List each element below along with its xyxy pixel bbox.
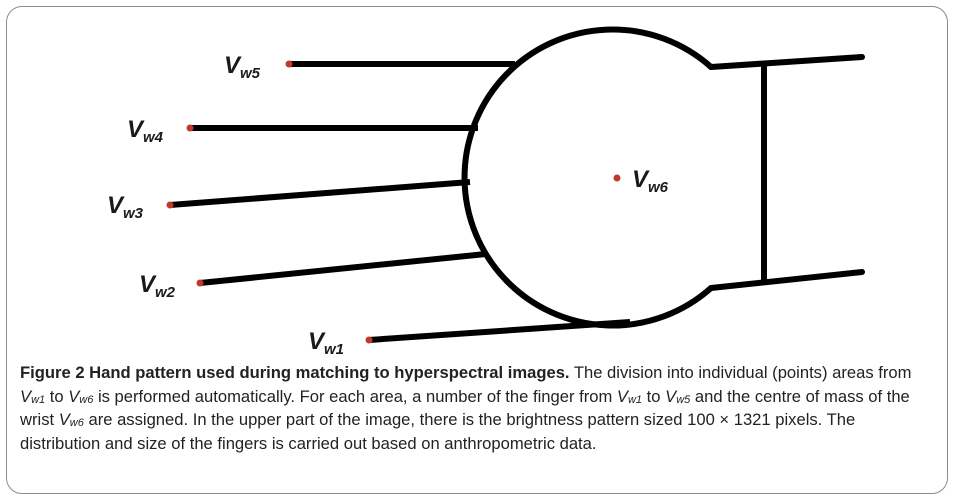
point-w1 [365, 336, 373, 344]
label-w5: Vw5 [224, 52, 261, 82]
point-w4 [186, 124, 194, 132]
label-w1: Vw1 [308, 328, 344, 358]
point-w3 [166, 201, 174, 209]
point-w5 [285, 60, 293, 68]
caption-title: Figure 2 Hand pattern used during matchi… [20, 363, 570, 382]
palm-outline [461, 26, 714, 329]
caption-var: Vw6 [68, 386, 94, 406]
caption-var: Vw1 [20, 386, 46, 406]
caption-var: Vw6 [58, 410, 84, 429]
caption-text: The division into individual (points) ar… [569, 363, 912, 382]
wrist-top-line [708, 54, 865, 70]
label-w6: Vw6 [632, 166, 669, 196]
finger-w1-line [368, 319, 631, 343]
caption-var: Vw1 [616, 386, 643, 406]
finger-w2-line [199, 251, 487, 286]
hand-pattern-diagram: Vw5 Vw4 Vw3 Vw2 Vw1 Vw6 [107, 26, 865, 358]
point-w6 [613, 174, 621, 182]
figure-frame [6, 6, 948, 494]
finger-w3-line [169, 179, 471, 208]
wrist-bottom-line [708, 269, 865, 291]
point-w2 [196, 279, 204, 287]
figure-caption: Figure 2 Hand pattern used during matchi… [20, 363, 912, 453]
label-w2: Vw2 [139, 271, 176, 301]
caption-var: Vw5 [665, 386, 691, 406]
label-w4: Vw4 [127, 116, 164, 146]
label-w3: Vw3 [107, 192, 144, 222]
